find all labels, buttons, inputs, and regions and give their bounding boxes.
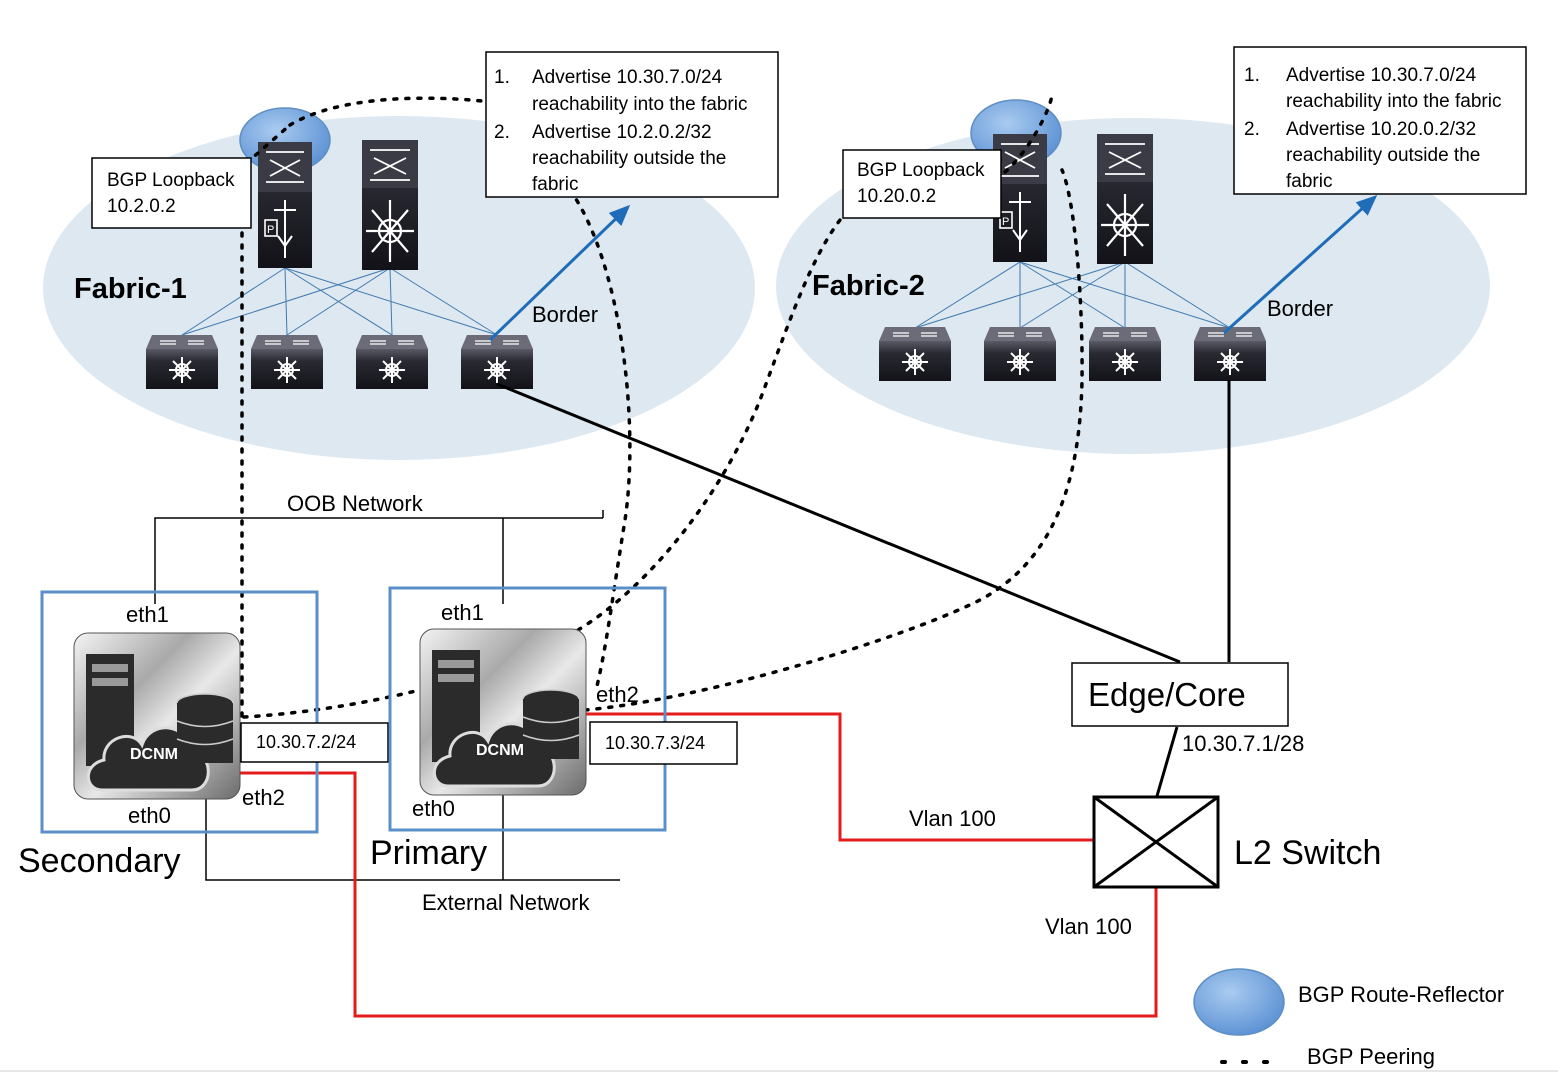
spine-switch-rr-fabric-1[interactable]: P: [258, 142, 312, 268]
l2-switch-label: L2 Switch: [1234, 834, 1381, 872]
edge-to-l2-link: [1155, 726, 1179, 797]
border-label-fabric-2: Border: [1267, 296, 1333, 321]
legend-route-reflector-icon: [1193, 968, 1285, 1036]
oob-network-lines: [154, 510, 604, 604]
svg-text:Advertise 10.2.0.2/32: Advertise 10.2.0.2/32: [532, 122, 712, 143]
spine-switch-fabric-1[interactable]: [362, 140, 418, 270]
edge-core-ip: 10.30.7.1/28: [1182, 731, 1304, 756]
primary-eth1: eth1: [441, 600, 484, 625]
bgp-loopback-box-fabric-2: BGP Loopback 10.20.0.2: [842, 149, 1002, 219]
leaf-switch-2-fabric-2[interactable]: [984, 327, 1056, 381]
border-switch-fabric-1[interactable]: [461, 335, 533, 389]
fabric-1-links: [181, 267, 498, 336]
bgp-loopback-box-fabric-1: BGP Loopback 10.2.0.2: [91, 157, 252, 229]
svg-text:BGP Loopback: BGP Loopback: [857, 160, 985, 181]
leaf-switch-3-fabric-1[interactable]: [356, 335, 428, 389]
vlan-label-bottom: Vlan 100: [1045, 914, 1132, 939]
secondary-eth1: eth1: [126, 602, 169, 627]
primary-eth0: eth0: [412, 796, 455, 821]
svg-text:fabric: fabric: [532, 174, 578, 195]
legend: BGP Route-Reflector BGP Peering: [1193, 968, 1504, 1069]
primary-dcnm-server[interactable]: DCNM: [419, 628, 587, 796]
svg-text:fabric: fabric: [1286, 171, 1332, 192]
svg-text:2.: 2.: [494, 122, 510, 143]
secondary-eth0: eth0: [128, 803, 171, 828]
primary-eth2: eth2: [596, 682, 639, 707]
primary-eth2-vlan-link: [585, 712, 1094, 842]
secondary-dcnm-server[interactable]: DCNM: [73, 632, 241, 800]
edge-core-label: Edge/Core: [1088, 676, 1246, 713]
secondary-ip: 10.30.7.2/24: [256, 732, 356, 752]
leaf-switch-3-fabric-2[interactable]: [1089, 327, 1161, 381]
svg-text:Advertise 10.30.7.0/24: Advertise 10.30.7.0/24: [1286, 65, 1477, 86]
border-1-to-edge-link: [496, 382, 1181, 664]
primary-dcnm-label: DCNM: [476, 742, 524, 759]
advertise-callout-fabric-1: 1. Advertise 10.30.7.0/24 reachability i…: [485, 51, 779, 198]
spine-switch-fabric-2[interactable]: [1097, 134, 1153, 264]
advertise-arrow-fabric-1: [488, 204, 631, 342]
edge-core-router[interactable]: Edge/Core: [1071, 662, 1289, 727]
fabric-2-title: Fabric-2: [812, 270, 925, 302]
svg-text:10.2.0.2: 10.2.0.2: [107, 196, 176, 217]
svg-text:1.: 1.: [494, 67, 510, 88]
primary-node: DCNM eth1 eth0 eth2 10.30.7.3/24: [388, 586, 738, 832]
external-network-lines: [205, 793, 620, 881]
external-network-label: External Network: [422, 890, 591, 915]
fabric-2-links: [914, 261, 1231, 329]
border-switch-fabric-2[interactable]: [1194, 327, 1266, 381]
svg-text:reachability outside the: reachability outside the: [1286, 145, 1480, 166]
svg-text:10.20.0.2: 10.20.0.2: [857, 186, 936, 207]
svg-text:Advertise 10.30.7.0/24: Advertise 10.30.7.0/24: [532, 67, 723, 88]
border-label-fabric-1: Border: [532, 302, 598, 327]
secondary-eth2-vlan-link: [240, 771, 1158, 1018]
primary-title: Primary: [370, 834, 487, 872]
leaf-switch-2-fabric-1[interactable]: [251, 335, 323, 389]
svg-text:Advertise 10.20.0.2/32: Advertise 10.20.0.2/32: [1286, 119, 1476, 140]
svg-text:BGP Loopback: BGP Loopback: [107, 170, 235, 191]
advertise-callout-fabric-2: 1. Advertise 10.30.7.0/24 reachability i…: [1233, 46, 1527, 195]
svg-text:P: P: [267, 224, 274, 236]
secondary-node: DCNM eth1 eth0 eth2 10.30.7.2/24: [40, 590, 389, 834]
l2-switch[interactable]: [1092, 795, 1220, 889]
fabric-1-title: Fabric-1: [74, 273, 187, 305]
vlan-label-left: Vlan 100: [909, 806, 996, 831]
legend-peering-label: BGP Peering: [1307, 1044, 1435, 1069]
advertise-arrow-fabric-2: [1222, 194, 1378, 335]
svg-text:reachability into the fabric: reachability into the fabric: [532, 94, 747, 115]
secondary-dcnm-label: DCNM: [130, 746, 178, 763]
svg-text:2.: 2.: [1244, 119, 1260, 140]
legend-route-reflector-label: BGP Route-Reflector: [1298, 982, 1504, 1007]
svg-text:P: P: [1002, 216, 1009, 228]
svg-text:1.: 1.: [1244, 65, 1260, 86]
svg-text:reachability outside the: reachability outside the: [532, 148, 726, 169]
leaf-switch-1-fabric-2[interactable]: [879, 327, 951, 381]
secondary-title: Secondary: [18, 842, 181, 880]
oob-network-label: OOB Network: [287, 491, 424, 516]
svg-text:reachability into the fabric: reachability into the fabric: [1286, 91, 1501, 112]
leaf-switch-1-fabric-1[interactable]: [146, 335, 218, 389]
secondary-eth2: eth2: [242, 785, 285, 810]
primary-ip: 10.30.7.3/24: [605, 733, 705, 753]
